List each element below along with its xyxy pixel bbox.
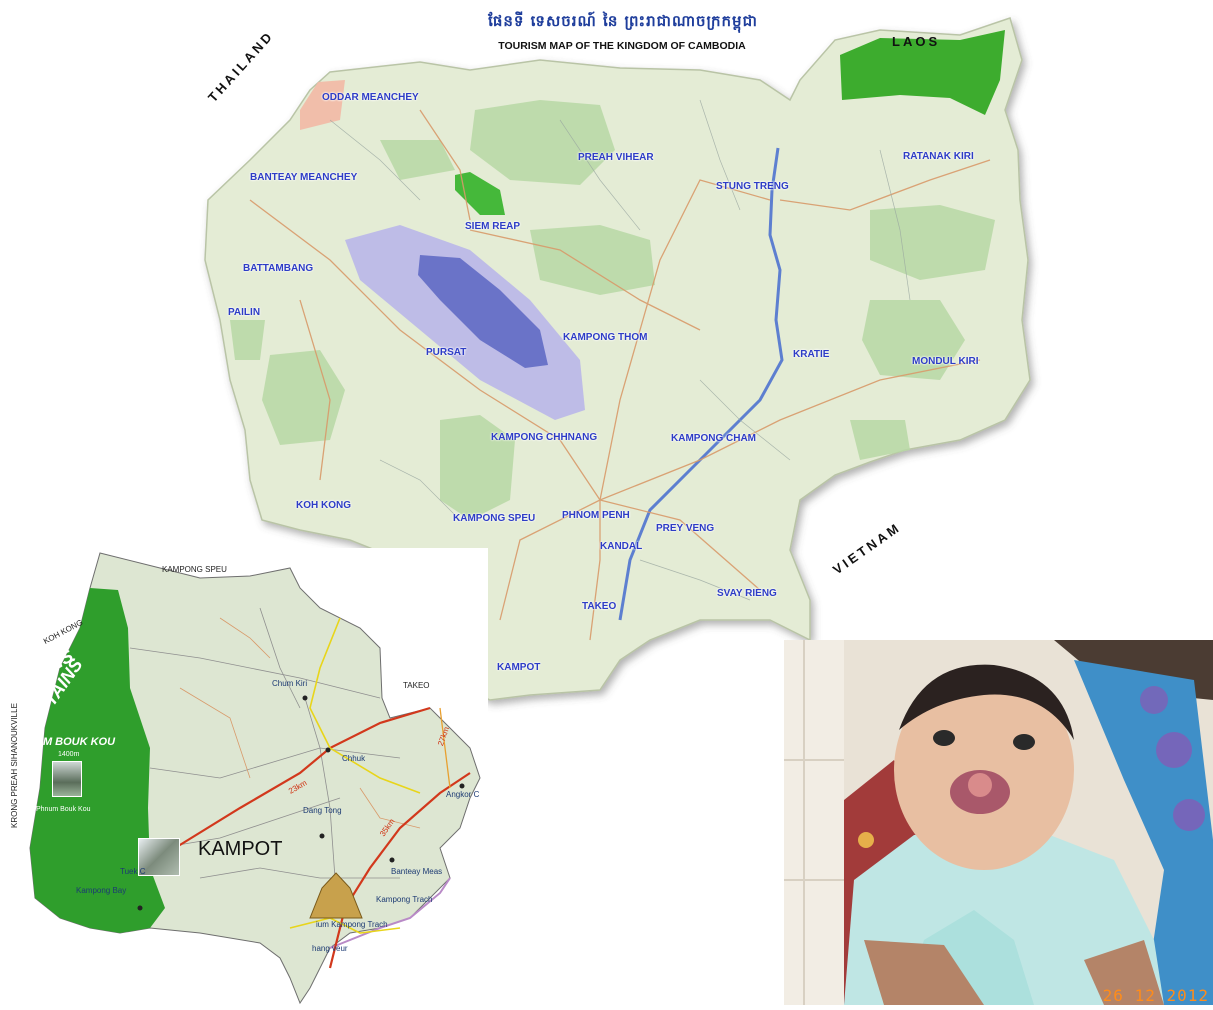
province-label: KANDAL: [600, 541, 643, 552]
patient-photo: 26 12 2012: [784, 640, 1213, 1005]
province-label: KAMPOT: [497, 662, 541, 673]
province-label: MONDUL KIRI: [912, 356, 979, 367]
town-marker: [325, 747, 331, 753]
oddar-border-zone: [300, 80, 345, 130]
kampot-province-label: KAMPOT: [198, 838, 283, 860]
orange-road: [439, 707, 451, 789]
province-label: PREAH VIHEAR: [578, 152, 654, 163]
province-label: SVAY RIENG: [717, 588, 777, 599]
inset-rivers: [179, 617, 421, 829]
province-label: TAKEO: [582, 601, 617, 612]
cambodia-outline: [204, 17, 1031, 701]
bokor-national-park: [30, 588, 165, 933]
mekong-river: [618, 147, 784, 621]
kulen-park: [455, 172, 505, 215]
road-network: [249, 109, 991, 641]
town-marker: [302, 695, 308, 701]
map-title: TOURISM MAP OF THE KINGDOM OF CAMBODIA: [498, 40, 746, 52]
waterfall-photo: [52, 761, 82, 797]
province-label: BANTEAY MEANCHEY: [250, 172, 358, 183]
town-label: Banteay Meas: [391, 867, 443, 876]
yellow-road: [289, 917, 401, 934]
province-label: PAILIN: [228, 307, 261, 318]
neighbor-label: KAMPONG SPEU: [162, 565, 227, 574]
town-label: Angkor C: [446, 790, 480, 799]
forest-area: [262, 350, 345, 445]
patient-photo-image: [784, 640, 1213, 1005]
province-label: ODDAR MEANCHEY: [322, 92, 419, 103]
town-label: Kampong Bay: [76, 886, 127, 895]
forest-area: [850, 420, 910, 460]
highway-national-road: [174, 706, 431, 849]
town-label: Kampong Trach: [376, 895, 433, 904]
date-stamp: 26 12 2012: [1102, 986, 1209, 1005]
laos-forest: [840, 30, 1005, 115]
map-title-khmer: ផែនទី ទេសចរណ៍ នៃ ព្រះរាជាណាចក្រកម្ពុជា: [488, 12, 758, 30]
tonle-sap-lake: [418, 255, 548, 368]
province-label: KAMPONG CHAM: [671, 433, 756, 444]
neighbor-label: TAKEO: [403, 681, 430, 690]
town-label: Tuek C: [120, 867, 146, 876]
town-label: Chhuk: [342, 754, 366, 763]
town-marker: [319, 833, 325, 839]
town-marker: [459, 783, 465, 789]
forest-area: [862, 300, 965, 380]
road-network-minor: [329, 99, 911, 601]
bokor-label: UM BOUK KOU: [35, 736, 116, 748]
town-label: ium Kampong Trach: [316, 920, 388, 929]
country-label-laos: LAOS: [892, 34, 941, 49]
province-label: KRATIE: [793, 349, 830, 360]
province-label: PHNOM PENH: [562, 510, 630, 521]
forest-area: [380, 140, 455, 180]
town-label: Dang Tong: [303, 806, 342, 815]
province-label: KAMPONG THOM: [563, 332, 648, 343]
river-photo: [138, 838, 180, 876]
coastline: [329, 877, 451, 949]
province-label: BATTAMBANG: [243, 263, 314, 274]
forest-area: [870, 205, 995, 280]
town-marker: [137, 905, 143, 911]
forest-area: [440, 415, 515, 520]
forest-area: [530, 225, 655, 295]
town-label: Chum Kiri: [272, 679, 308, 688]
elevation-label: 1400m: [58, 751, 80, 758]
province-label: KOH KONG: [296, 500, 351, 511]
photo-caption: Phnum Bouk Kou: [36, 806, 91, 813]
temple-icon: [309, 872, 363, 919]
province-label: RATANAK KIRI: [903, 151, 974, 162]
town-label: hang veur: [312, 944, 348, 953]
inset-roads: [129, 607, 401, 879]
province-label: KAMPONG CHHNANG: [491, 432, 598, 443]
town-marker: [389, 857, 395, 863]
forest-area: [230, 320, 265, 360]
neighbor-label: KRONG PREAH SIHANOUKVILLE: [10, 703, 19, 828]
kampot-inset-map: KAMPONG SPEU KOH KONG TAKEO KRONG PREAH …: [0, 548, 488, 1005]
kampot-inset-shape: [29, 552, 481, 1005]
province-label: PURSAT: [426, 347, 467, 358]
province-label: STUNG TRENG: [716, 181, 789, 192]
yellow-road: [309, 617, 421, 794]
province-label: SIEM REAP: [465, 221, 521, 232]
forest-area: [470, 100, 615, 185]
province-label: PREY VENG: [656, 523, 715, 534]
province-label: KAMPONG SPEU: [453, 513, 536, 524]
